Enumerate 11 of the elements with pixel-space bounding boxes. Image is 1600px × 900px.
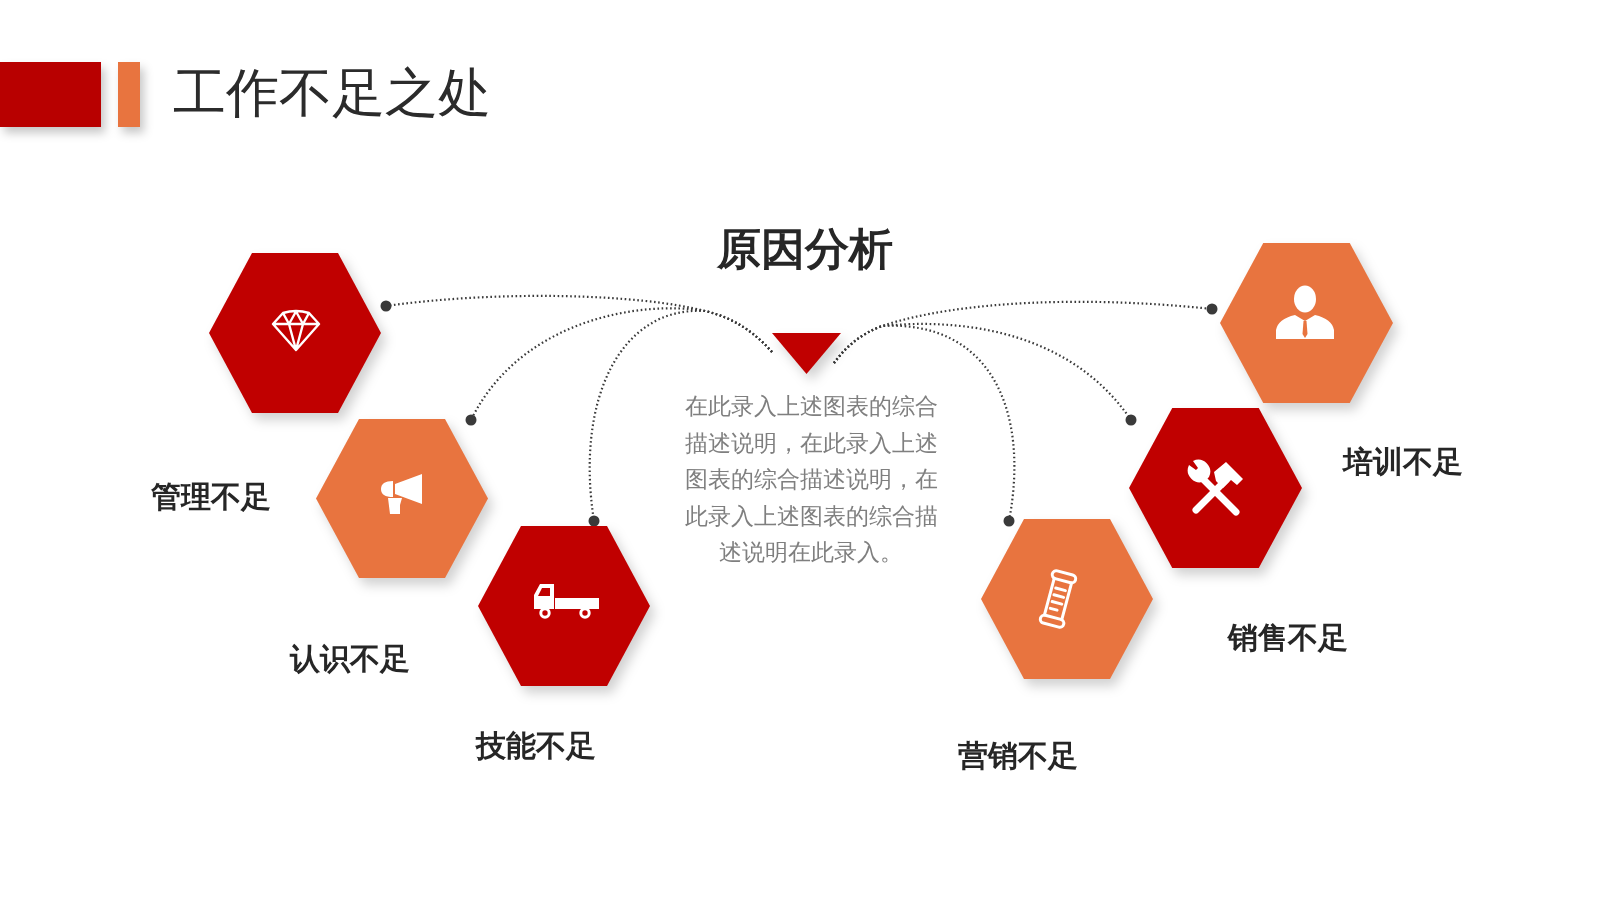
slide-title: 工作不足之处 [173,63,491,123]
description-text: 在此录入上述图表的综合描述说明，在此录入上述图表的综合描述说明，在此录入上述图表的综合描述说明在此录入。 [683,392,939,568]
dotted-connector [833,300,1218,364]
category-label: 管理不足 [151,479,271,515]
category-label: 销售不足 [1228,620,1348,656]
dotted-connector [588,309,773,527]
category-label: 认识不足 [290,641,410,677]
category-label: 技能不足 [476,728,596,764]
section-heading: 原因分析 [717,223,893,275]
category-label: 营销不足 [958,738,1078,774]
category-label: 培训不足 [1343,444,1463,480]
